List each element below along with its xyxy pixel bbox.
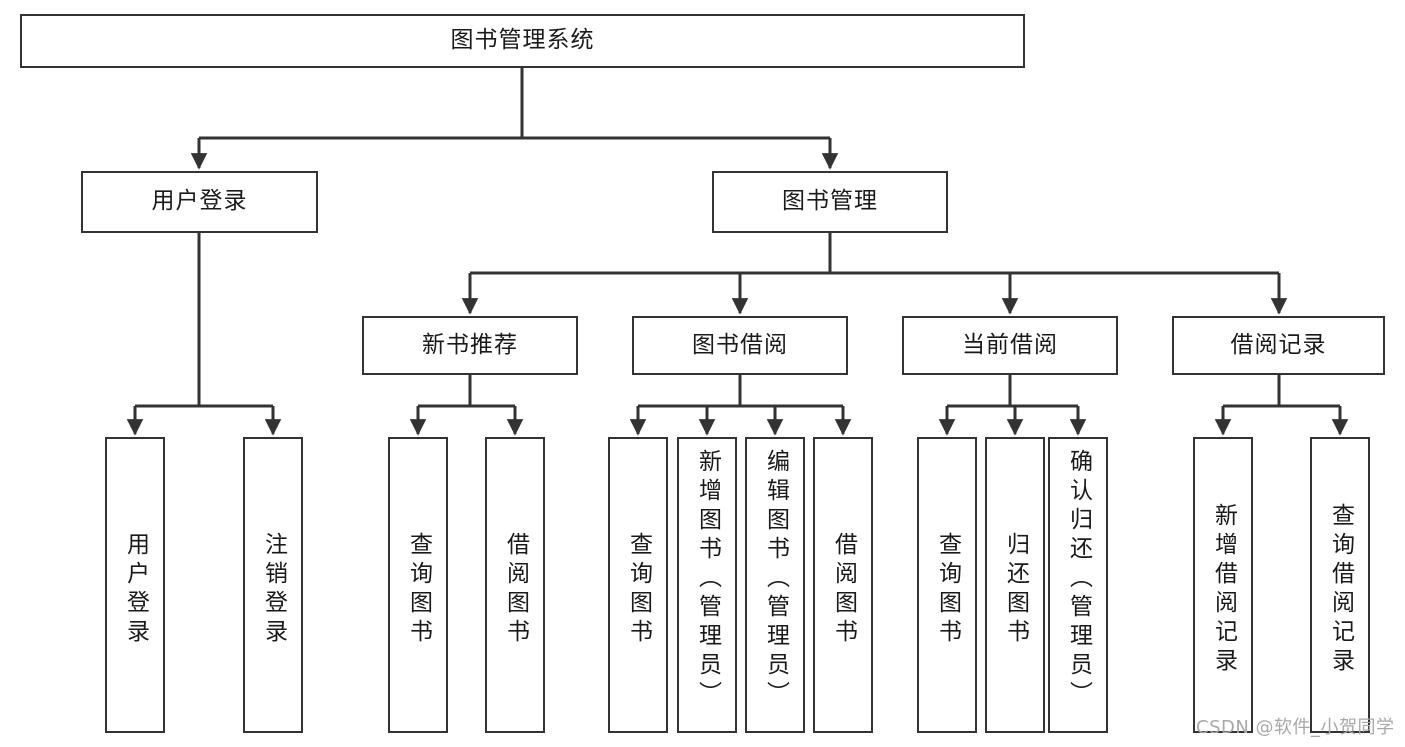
leaf-borrow-book[interactable]: 借阅图书 bbox=[813, 437, 873, 733]
leaf-query-book-current-label: 查询图书 bbox=[934, 532, 961, 648]
leaf-query-book-recommend-label: 查询图书 bbox=[405, 532, 432, 648]
csdn-watermark: CSDN @软件_小贺同学 bbox=[1196, 713, 1395, 739]
leaf-add-book-admin[interactable]: 新增图书（管理员） bbox=[677, 437, 737, 733]
node-root[interactable]: 图书管理系统 bbox=[20, 14, 1025, 68]
leaf-edit-book-admin-label: 编辑图书（管理员） bbox=[762, 449, 789, 710]
leaf-add-borrow-record[interactable]: 新增借阅记录 bbox=[1193, 437, 1253, 733]
leaf-add-book-admin-label: 新增图书（管理员） bbox=[694, 449, 721, 710]
node-user-login-label: 用户登录 bbox=[151, 188, 248, 215]
node-root-label: 图书管理系统 bbox=[450, 27, 595, 54]
leaf-return-book[interactable]: 归还图书 bbox=[985, 437, 1045, 733]
leaf-query-book-borrow[interactable]: 查询图书 bbox=[608, 437, 668, 733]
leaf-confirm-return-admin[interactable]: 确认归还（管理员） bbox=[1048, 437, 1108, 733]
node-current-borrow-label: 当前借阅 bbox=[962, 331, 1058, 358]
node-book-borrow-label: 图书借阅 bbox=[692, 331, 788, 358]
leaf-user-login[interactable]: 用户登录 bbox=[105, 437, 165, 733]
leaf-query-book-borrow-label: 查询图书 bbox=[625, 532, 652, 648]
node-current-borrow[interactable]: 当前借阅 bbox=[902, 316, 1118, 375]
csdn-watermark-text: CSDN @软件_小贺同学 bbox=[1196, 717, 1395, 738]
leaf-user-login-label: 用户登录 bbox=[122, 532, 149, 648]
leaf-borrow-book-recommend[interactable]: 借阅图书 bbox=[485, 437, 545, 733]
node-new-book-recommend-label: 新书推荐 bbox=[422, 331, 518, 358]
leaf-add-borrow-record-label: 新增借阅记录 bbox=[1210, 503, 1237, 677]
node-new-book-recommend[interactable]: 新书推荐 bbox=[362, 316, 578, 375]
leaf-confirm-return-admin-label: 确认归还（管理员） bbox=[1065, 449, 1092, 710]
leaf-return-book-label: 归还图书 bbox=[1002, 532, 1029, 648]
leaf-query-book-recommend[interactable]: 查询图书 bbox=[388, 437, 448, 733]
node-book-management-label: 图书管理 bbox=[782, 188, 878, 215]
leaf-logout[interactable]: 注销登录 bbox=[243, 437, 303, 733]
leaf-borrow-book-recommend-label: 借阅图书 bbox=[502, 532, 529, 648]
leaf-logout-label: 注销登录 bbox=[260, 532, 287, 648]
leaf-query-book-current[interactable]: 查询图书 bbox=[917, 437, 977, 733]
node-user-login[interactable]: 用户登录 bbox=[81, 171, 318, 233]
node-book-management[interactable]: 图书管理 bbox=[712, 171, 948, 233]
leaf-query-borrow-record-label: 查询借阅记录 bbox=[1327, 503, 1354, 677]
leaf-borrow-book-label: 借阅图书 bbox=[830, 532, 857, 648]
node-borrow-record-label: 借阅记录 bbox=[1230, 331, 1327, 358]
leaf-edit-book-admin[interactable]: 编辑图书（管理员） bbox=[745, 437, 805, 733]
node-borrow-record[interactable]: 借阅记录 bbox=[1172, 316, 1385, 375]
node-book-borrow[interactable]: 图书借阅 bbox=[632, 316, 848, 375]
leaf-query-borrow-record[interactable]: 查询借阅记录 bbox=[1310, 437, 1370, 733]
